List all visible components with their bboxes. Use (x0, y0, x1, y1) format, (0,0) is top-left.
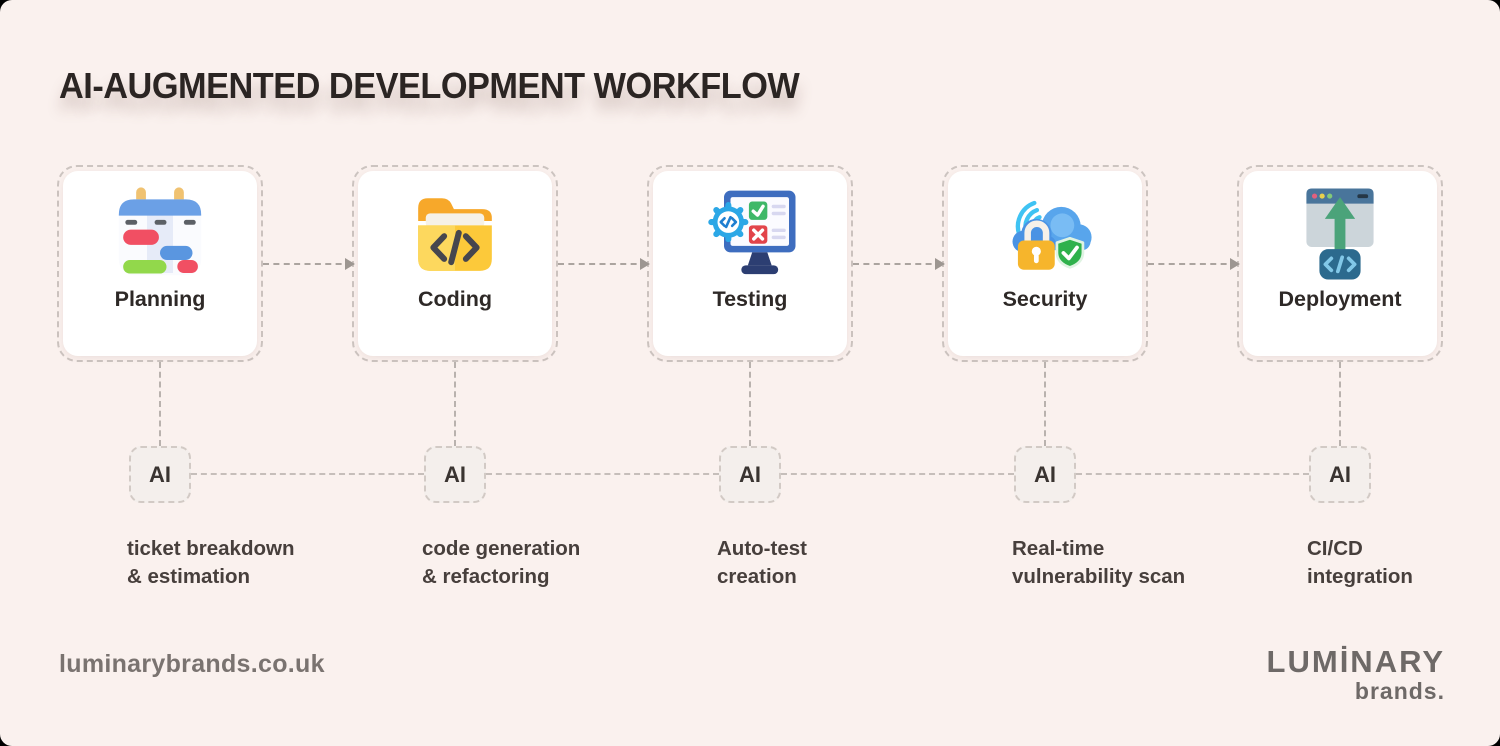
ai-capability-line: & refactoring (422, 565, 550, 588)
ai-badge: AI (1309, 446, 1371, 503)
page-title: AI-AUGMENTED DEVELOPMENT WORKFLOW (59, 66, 800, 107)
stage-label: Deployment (1278, 287, 1402, 311)
connector-vertical (454, 362, 456, 446)
brand-suffix: brands. (1354, 678, 1445, 704)
stage-card-inner: Planning (63, 171, 257, 356)
stage-card-inner: Testing (653, 171, 847, 356)
automated-testing-icon (708, 190, 796, 275)
stage-arrow-connector (853, 258, 945, 270)
code-folder-icon (418, 198, 492, 271)
stage-arrow-connector (558, 258, 650, 270)
ai-dashed-connector (1076, 473, 1309, 475)
stage-card-inner: Deployment (1243, 171, 1437, 356)
stage-testing: Testing AI Auto-test creation (647, 165, 853, 625)
stage-card-inner: Security (948, 171, 1142, 356)
ai-badge-label: AI (444, 461, 466, 487)
ai-capability-line: vulnerability scan (1012, 565, 1186, 588)
stage-label: Testing (712, 287, 788, 311)
footer-url: luminarybrands.co.uk (59, 650, 325, 678)
ai-badge: AI (1014, 446, 1076, 503)
brand-logo: LUMİNARY brands. (1267, 644, 1445, 705)
brand-name: LUMİNARY (1266, 644, 1445, 679)
ai-badge: AI (129, 446, 191, 503)
ai-capability-line: CI/CD (1307, 537, 1363, 560)
ai-capability-line: & estimation (127, 565, 251, 588)
connector-vertical (1339, 362, 1341, 446)
stage-coding: Coding AI code generation & refactoring (352, 165, 580, 625)
deployment-window-icon (1288, 182, 1392, 286)
ai-badge-label: AI (739, 461, 761, 487)
ai-badge: AI (719, 446, 781, 503)
ai-capability: ticket breakdown & estimation (127, 535, 379, 591)
stage-card: Planning (57, 165, 263, 362)
stage-card-inner: Coding (358, 171, 552, 356)
stage-card: Coding (352, 165, 558, 362)
ai-badge-label: AI (1034, 461, 1056, 487)
ai-dashed-connector (191, 473, 424, 475)
ai-badge-label: AI (149, 461, 171, 487)
stage-label: Coding (417, 287, 493, 311)
stage-planning: Planning AI ticket breakdown & estimatio… (57, 165, 294, 625)
ai-dashed-connector (486, 473, 719, 475)
ai-capability: Auto-test creation (717, 535, 969, 591)
ai-dashed-connector (781, 473, 1014, 475)
calendar-gantt-icon (108, 182, 212, 286)
stage-label: Security (1002, 287, 1088, 311)
ai-capability-line: integration (1307, 565, 1413, 588)
calendar-gantt-icon (118, 187, 202, 276)
code-folder-icon (403, 182, 507, 286)
ai-capability-line: ticket breakdown (127, 537, 295, 560)
stage-security: Security AI Real-time vulnerability scan (942, 165, 1185, 625)
ai-capability: CI/CD integration (1307, 535, 1500, 591)
ai-capability-line: code generation (422, 537, 581, 560)
ai-capability-line: Real-time (1012, 537, 1105, 560)
ai-capability-line: creation (717, 565, 797, 588)
automated-testing-icon (698, 182, 802, 286)
deployment-window-icon (1306, 188, 1374, 280)
ai-badge-label: AI (1329, 461, 1351, 487)
cloud-security-icon (1012, 200, 1092, 270)
stage-card: Testing (647, 165, 853, 362)
connector-vertical (159, 362, 161, 446)
connector-vertical (1044, 362, 1046, 446)
cloud-security-icon (993, 182, 1097, 286)
stage-card: Deployment (1237, 165, 1443, 362)
stage-card: Security (942, 165, 1148, 362)
stage-label: Planning (114, 287, 206, 311)
ai-capability: Real-time vulnerability scan (1012, 535, 1264, 591)
stage-arrow-connector (1148, 258, 1240, 270)
connector-vertical (749, 362, 751, 446)
stage-deployment: Deployment AI CI/CD integration (1237, 165, 1443, 625)
ai-capability-line: Auto-test (717, 537, 807, 560)
stage-arrow-connector (263, 258, 355, 270)
ai-badge: AI (424, 446, 486, 503)
ai-capability: code generation & refactoring (422, 535, 674, 591)
